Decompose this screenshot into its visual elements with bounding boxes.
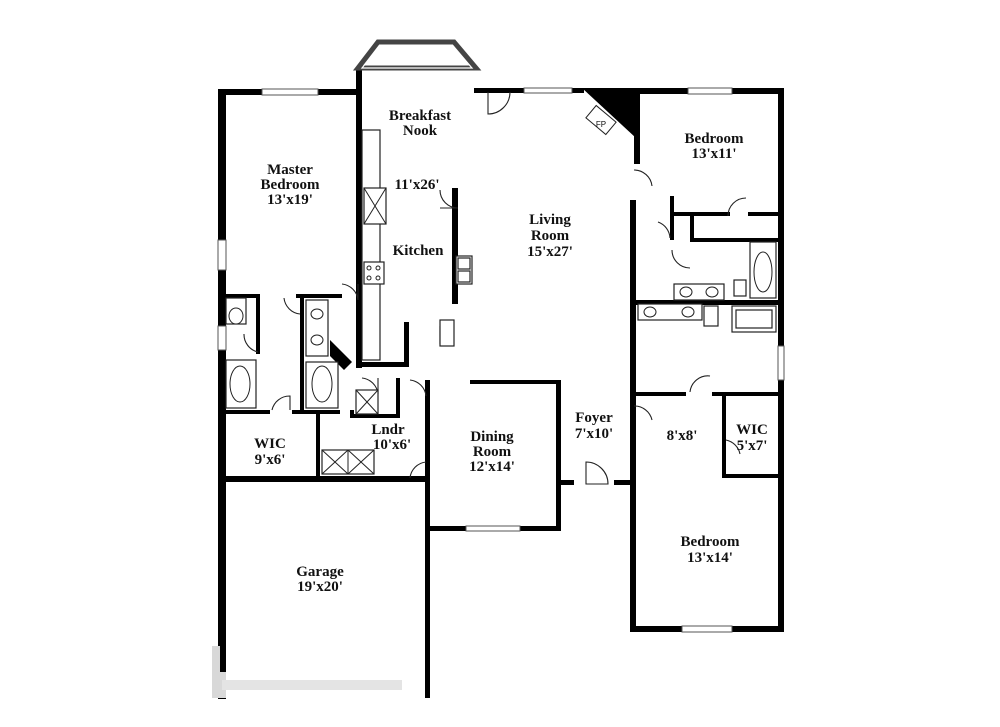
dining-room-dims: 12'x14' — [469, 459, 515, 475]
laundry-dims: 10'x6' — [373, 437, 411, 453]
fixtures — [225, 104, 777, 475]
living-room-label-1: Living — [529, 212, 571, 228]
garage-label: Garage — [296, 564, 344, 580]
laundry-label: Lndr — [371, 422, 405, 438]
walls — [218, 68, 784, 699]
foyer-label: Foyer — [575, 410, 613, 426]
living-room-label-2: Room — [531, 228, 570, 244]
kitchen-dims: 11'x26' — [394, 177, 439, 193]
master-bedroom-dims: 13'x19' — [267, 192, 313, 208]
kitchen-label: Kitchen — [393, 243, 444, 259]
bedroom-se-dims: 13'x14' — [687, 550, 733, 566]
fireplace-label: FP — [596, 120, 606, 129]
living-room-dims: 15'x27' — [527, 244, 573, 260]
bedroom-se-label: Bedroom — [681, 534, 740, 550]
bedroom-ne-label: Bedroom — [685, 131, 744, 147]
wic-se-label: WIC — [736, 422, 768, 438]
bedroom-ne-dims: 13'x11' — [691, 146, 736, 162]
bay-window — [352, 39, 482, 71]
master-bedroom-label-1: Master — [267, 162, 313, 178]
dining-room-label-1: Dining — [470, 429, 514, 445]
hall-dims: 8'x8' — [667, 428, 698, 444]
garage-dims: 19'x20' — [297, 579, 343, 595]
master-bedroom-label-2: Bedroom — [261, 177, 320, 193]
room-labels: Breakfast Nook Master Bedroom 13'x19' 11… — [254, 108, 768, 595]
wic-master-dims: 9'x6' — [255, 452, 286, 468]
windows — [217, 87, 785, 633]
doors — [243, 91, 747, 485]
breakfast-nook-label-2: Nook — [403, 123, 438, 139]
foyer-dims: 7'x10' — [575, 426, 613, 442]
wic-master-label: WIC — [254, 436, 286, 452]
dining-room-label-2: Room — [473, 444, 512, 460]
bottom-watermark — [212, 646, 412, 698]
wic-se-dims: 5'x7' — [737, 438, 768, 454]
breakfast-nook-label-1: Breakfast — [389, 108, 451, 124]
